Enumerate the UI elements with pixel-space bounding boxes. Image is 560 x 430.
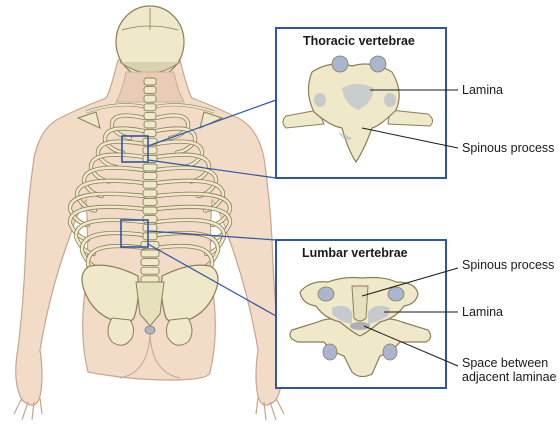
- interlaminar-space: [350, 322, 370, 330]
- thoracic-spinous-process-label: Spinous process: [462, 141, 555, 155]
- rib: [154, 140, 204, 169]
- vertebra: [142, 189, 158, 198]
- rib: [154, 218, 226, 256]
- lumbar-connector-line: [147, 243, 277, 317]
- lumbar-panel-title: Lumbar vertebrae: [302, 246, 408, 260]
- lumbar-highlight-box: [120, 219, 149, 248]
- rib: [154, 192, 232, 227]
- pelvis: [81, 264, 219, 346]
- vertebra: [142, 172, 158, 181]
- rib-cage: [67, 113, 233, 286]
- vertebra: [142, 180, 158, 189]
- lumbar-lamina-label: Lamina: [462, 305, 503, 319]
- thoracic-connector-line: [147, 159, 277, 179]
- thoracic-panel-title: Thoracic vertebrae: [303, 34, 415, 48]
- thoracic-lamina: [342, 84, 374, 110]
- vertebra: [143, 103, 157, 112]
- lumbar-vertebra-illustration: [289, 276, 432, 378]
- rib: [68, 205, 146, 241]
- rib: [154, 205, 232, 241]
- thoracic-vertebra-illustration: [282, 55, 434, 164]
- vertebra: [143, 94, 157, 103]
- left-transverse-process: [282, 109, 325, 129]
- thoracic-spinous-pointer: [361, 127, 459, 149]
- lumbar-spinous-process: [351, 285, 369, 322]
- lumbar-space-label-line1: Space between: [462, 356, 549, 370]
- sacrum: [135, 281, 165, 327]
- thoracic-highlight-box: [121, 135, 149, 163]
- vertebra: [142, 197, 158, 206]
- lumbar-space-pointer: [363, 325, 459, 367]
- vertebra: [140, 258, 160, 267]
- lumbar-lamina-shade: [332, 305, 352, 324]
- thoracic-lamina-label: Lamina: [462, 83, 503, 97]
- vertebra: [143, 129, 157, 138]
- right-transverse-process: [387, 109, 434, 127]
- vertebra: [140, 249, 160, 258]
- right-iliac-wing: [160, 264, 219, 324]
- vertebra: [142, 146, 158, 155]
- left-ischium: [107, 317, 135, 346]
- coccyx: [144, 325, 156, 335]
- buttocks-line: [119, 329, 181, 379]
- vertebra: [143, 77, 157, 86]
- rib: [103, 127, 146, 154]
- rib: [96, 140, 146, 169]
- vertebra: [140, 266, 160, 275]
- left-hand: [13, 397, 43, 421]
- vertebra: [142, 206, 158, 215]
- rib: [74, 218, 146, 256]
- left-iliac-wing: [81, 264, 140, 324]
- lumbar-connector-line: [147, 230, 277, 241]
- vertebra: [142, 215, 158, 224]
- lumbar-space-label-line2: adjacent laminae: [462, 370, 557, 384]
- vertebral-column: [140, 77, 160, 284]
- lumbar-spinous-process-label: Spinous process: [462, 258, 555, 272]
- rib: [68, 192, 146, 227]
- vertebra: [143, 120, 157, 129]
- vertebra: [143, 111, 157, 120]
- rib: [154, 127, 197, 154]
- thoracic-vertebral-body: [307, 63, 400, 164]
- right-ischium: [165, 317, 193, 346]
- thoracic-connector-line: [147, 99, 277, 147]
- vertebra: [142, 223, 158, 232]
- right-hand: [255, 397, 285, 421]
- vertebra: [143, 86, 157, 95]
- lumbar-spinous-pointer: [361, 267, 459, 297]
- vertebra: [142, 163, 158, 172]
- skull: [115, 5, 185, 79]
- vertebra: [142, 232, 158, 241]
